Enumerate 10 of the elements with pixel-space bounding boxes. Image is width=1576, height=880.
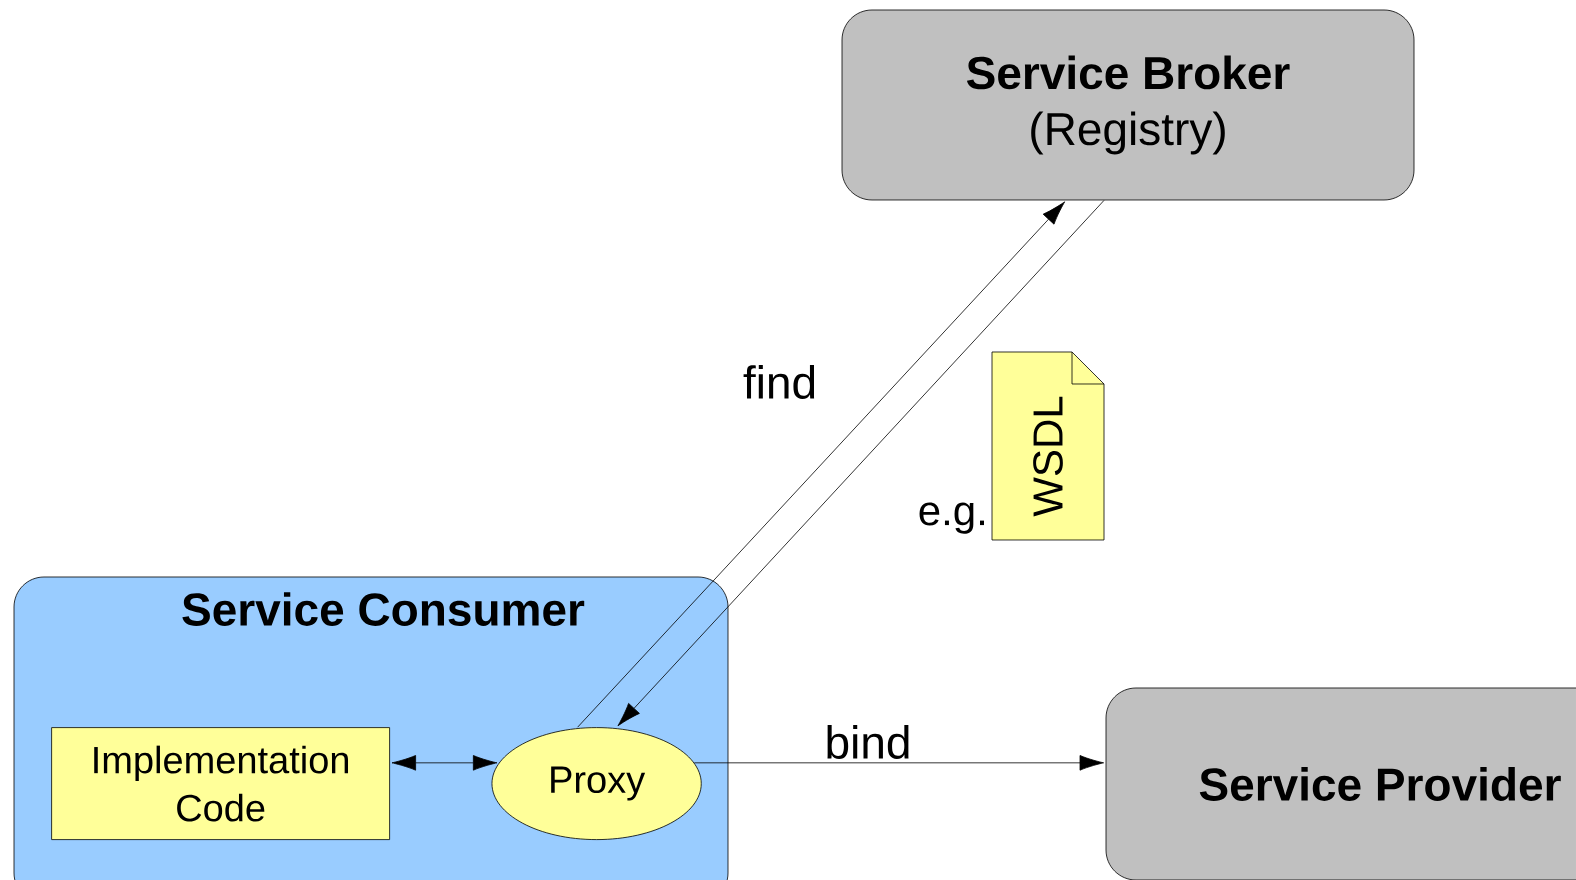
arrow <box>391 755 498 771</box>
edge-label: bind <box>822 723 914 761</box>
edge-label: find <box>740 363 820 401</box>
arrow <box>693 755 1104 771</box>
provider-box: Service Provider <box>1105 687 1576 880</box>
code-box: Implementation Code <box>51 727 390 840</box>
arrow <box>577 201 1066 728</box>
arrow <box>617 200 1105 727</box>
beside-text: e.g. <box>919 502 984 534</box>
broker-box: Service Broker (Registry) <box>841 9 1415 201</box>
